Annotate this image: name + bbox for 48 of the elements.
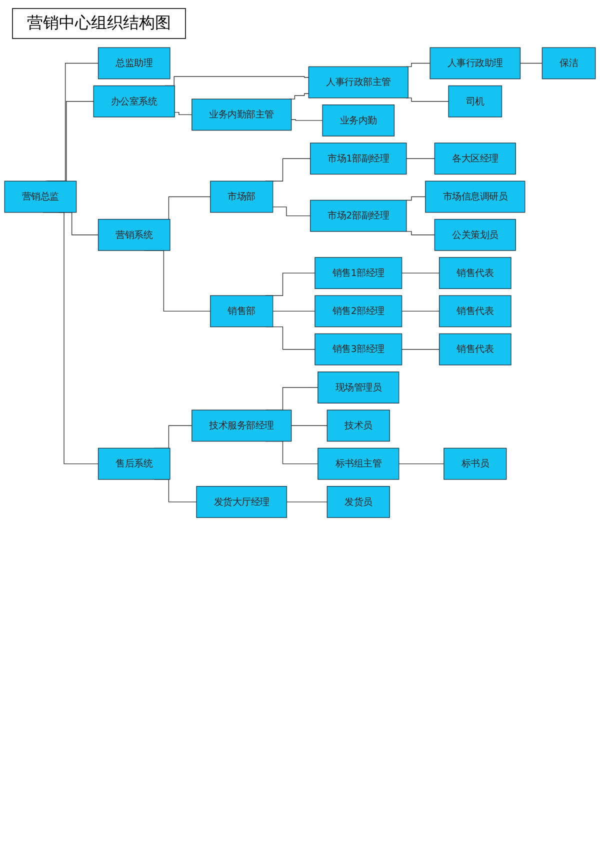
node-box: 发货大厅经理 — [196, 486, 288, 518]
chart-title: 营销中心组织结构图 — [12, 8, 186, 39]
connector — [272, 206, 311, 216]
node-box: 技术服务部经理 — [192, 410, 292, 442]
node-box: 标书员 — [444, 448, 507, 480]
node-box: 人事行政部主管 — [308, 66, 408, 98]
connector — [520, 62, 543, 64]
node-box: 保洁 — [542, 47, 596, 80]
connector — [406, 196, 426, 201]
node-box: 业务内勤部主管 — [192, 98, 292, 131]
node-box: 售后系统 — [98, 448, 170, 480]
node-box: 业务内勤 — [322, 104, 395, 136]
node-box: 销售1部经理 — [314, 257, 402, 290]
node-box: 办公室系统 — [93, 85, 175, 118]
connector — [401, 310, 440, 312]
node-box: 司机 — [448, 85, 502, 118]
node-box: 各大区经理 — [434, 142, 516, 175]
connector — [406, 231, 436, 236]
connector — [174, 112, 192, 116]
node-box: 市场2部副经理 — [310, 200, 407, 232]
connector — [289, 93, 310, 100]
node-box: 公关策划员 — [434, 218, 516, 251]
connector — [290, 425, 328, 426]
node-box: 销售部 — [210, 295, 274, 328]
connector — [406, 98, 449, 102]
node-box: 人事行政助理 — [430, 47, 521, 80]
node-box: 销售代表 — [438, 333, 512, 366]
node-box: 销售代表 — [438, 257, 512, 290]
node-box: 现场管理员 — [318, 372, 400, 404]
node-box: 总监助理 — [98, 47, 170, 80]
connector — [398, 463, 444, 464]
node-box: 市场信息调研员 — [425, 180, 526, 213]
connector — [401, 349, 440, 350]
node-box: 市场1部副经理 — [310, 142, 407, 175]
node-box: 销售3部经理 — [314, 333, 402, 366]
node-box: 技术员 — [326, 410, 390, 442]
connector — [401, 272, 440, 274]
node-box: 市场部 — [210, 180, 274, 213]
node-box: 标书组主管 — [318, 448, 400, 480]
connector — [290, 119, 323, 121]
node-box: 销售2部经理 — [314, 295, 402, 328]
node-box: 营销总监 — [4, 180, 77, 213]
node-box: 发货员 — [326, 486, 390, 518]
connector — [272, 310, 316, 312]
connector — [406, 158, 436, 159]
node-box: 营销系统 — [98, 218, 170, 251]
node-box: 销售代表 — [438, 295, 512, 328]
connector — [406, 62, 430, 68]
